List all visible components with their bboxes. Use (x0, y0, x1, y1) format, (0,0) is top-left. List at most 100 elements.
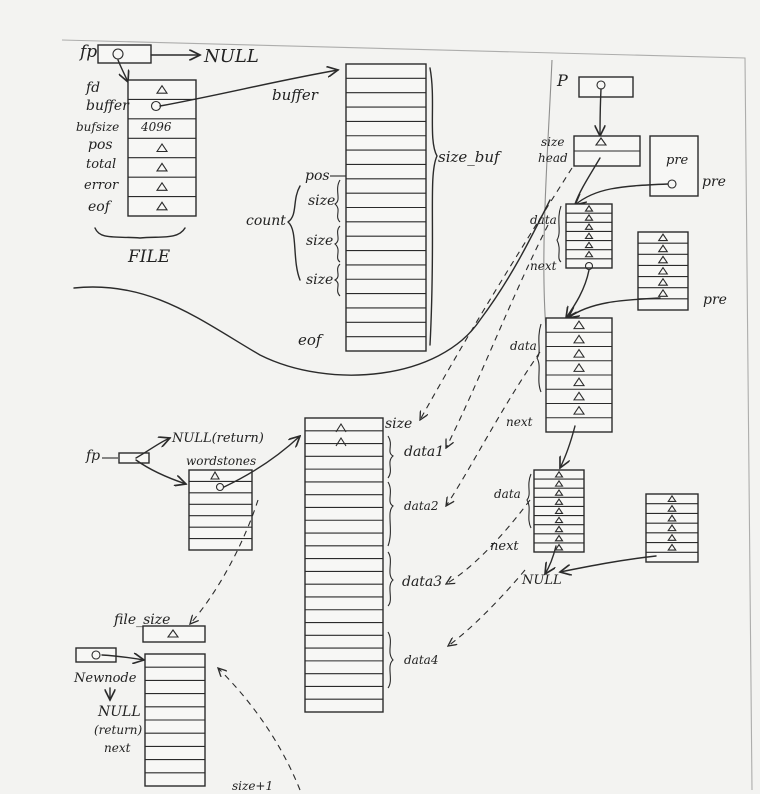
buffer-rows (346, 77, 426, 338)
triangle-icon (572, 405, 586, 415)
load-size-label: size (385, 416, 412, 432)
triangle-icon (155, 84, 169, 94)
triangle-icon (554, 498, 564, 505)
triangle-icon (667, 504, 677, 512)
node2-rows (546, 320, 612, 419)
pre-to-node1-arrow (575, 183, 669, 205)
pre-label-2: pre (703, 292, 727, 308)
triangle-icon (155, 181, 169, 191)
triangle-icon (554, 488, 564, 496)
wordstones-rows (189, 480, 252, 540)
field-label-bufsize: bufsize (76, 120, 119, 134)
node1-data-label: data (530, 213, 557, 227)
data4-brace (387, 631, 394, 689)
node-section: file_size Newnode NULL (return) next siz… (73, 612, 273, 793)
node3-data-label: data (494, 487, 521, 501)
triangle-icon (155, 143, 169, 153)
size-brace-2 (334, 225, 341, 263)
fp-pointer-box (97, 44, 152, 64)
triangle-icon (657, 277, 669, 286)
fp-label: fp (78, 42, 97, 62)
buffer-label: buffer (272, 86, 319, 104)
node3-box (533, 469, 585, 553)
list-p-box (578, 76, 634, 98)
file-size-label: file_size (113, 612, 170, 628)
p-to-header-arrow (600, 88, 601, 136)
triangle-icon (554, 516, 564, 524)
triangle-icon (667, 533, 677, 541)
node1-to-node2-arrow (566, 269, 590, 318)
triangle-icon (554, 543, 564, 551)
triangle-icon (667, 514, 677, 522)
fp-to-null-return-arrow (135, 438, 170, 459)
node2-data-label: data (510, 339, 537, 353)
load-buffer-rows (305, 430, 383, 700)
buffer-brace (429, 67, 438, 346)
dash-size-plus-link (218, 668, 301, 791)
eof-label: eof (298, 331, 324, 349)
data1-label: data1 (404, 444, 444, 460)
file-struct: fp NULL fd buffer bufsize pos total erro… (76, 42, 259, 267)
file-struct-box (127, 79, 197, 217)
dash-head-to-size (420, 167, 573, 420)
triangle-icon (584, 223, 594, 230)
data4-label: data4 (404, 653, 438, 667)
newnode-arrow (101, 655, 144, 660)
newnode-next-label: next (104, 741, 131, 755)
size-brace-3 (333, 263, 341, 297)
triangle-icon (657, 266, 669, 275)
file-struct-brace (94, 227, 186, 239)
wordstones-to-buffer-arrow (223, 436, 300, 488)
newnode-pointer-box (75, 647, 117, 663)
triangle-icon (667, 524, 677, 532)
pos-label: pos (305, 168, 330, 184)
dash-node2-to-data2 (446, 351, 541, 506)
dashed-links (190, 167, 573, 791)
pre-box-1 (649, 135, 699, 197)
header-head-label: head (538, 151, 568, 165)
triangle-icon (554, 479, 564, 487)
triangle-icon (554, 525, 564, 533)
triangle-icon (554, 534, 564, 542)
node2-to-node3-arrow (560, 425, 576, 468)
data2-brace (387, 481, 394, 547)
node3-next-label: next (490, 539, 519, 554)
pre-box-3-rows (646, 494, 698, 553)
pre-label-1: pre (702, 174, 726, 190)
fp-null-label: NULL (203, 46, 259, 67)
field-label-error: error (84, 178, 119, 193)
bufsize-value: 4096 (140, 120, 172, 134)
newnode-label: Newnode (73, 671, 137, 686)
size-buf-label: size_buf (438, 148, 502, 166)
node2-brace (536, 323, 542, 393)
triangle-icon (572, 377, 586, 387)
triangle-icon (657, 255, 669, 264)
fp-to-struct-arrow (117, 59, 128, 82)
triangle-icon (584, 213, 594, 221)
column-divider (543, 59, 553, 331)
load-section: fp NULL(return) wordstones size data1 da… (85, 416, 444, 713)
pre-box-label: pre (666, 153, 689, 168)
data1-brace (387, 435, 394, 479)
size-label-1: size (308, 193, 335, 209)
triangle-icon (572, 391, 586, 401)
size-brace-1 (334, 179, 341, 223)
head-to-node1-arrow (574, 157, 601, 205)
paper-edge (61, 39, 753, 791)
null-return-label: NULL(return) (171, 431, 264, 446)
pre2-to-node2-arrow (568, 297, 661, 318)
wordstones-triangle (210, 470, 220, 480)
node2-next-label: next (506, 415, 533, 429)
node1-next-label: next (530, 259, 557, 273)
dash-null-to-data4 (448, 569, 526, 646)
newnode-rows (145, 666, 205, 774)
newnode-null-label: NULL (97, 704, 141, 720)
triangle-icon (667, 494, 677, 503)
triangle-icon (584, 250, 594, 258)
field-label-pos: pos (88, 137, 113, 153)
node3-to-null-arrow (545, 545, 557, 574)
count-brace (287, 185, 301, 281)
fp-pointer-dot (112, 48, 124, 60)
data3-brace (387, 551, 394, 607)
field-label-fd: fd (85, 80, 100, 96)
